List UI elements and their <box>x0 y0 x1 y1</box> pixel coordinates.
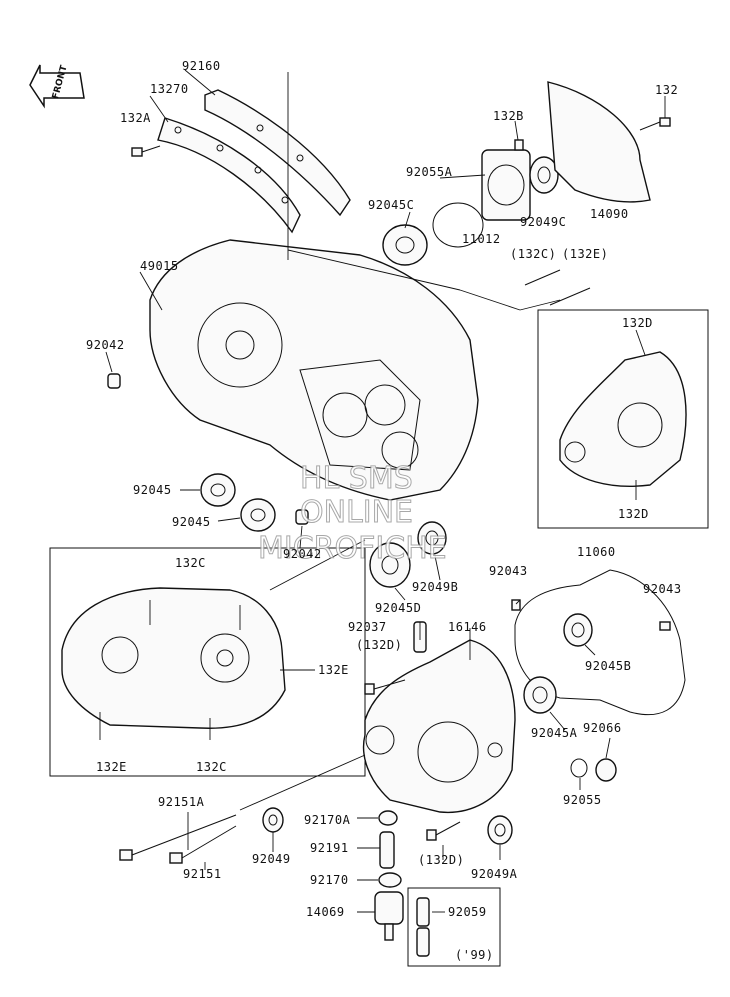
watermark-line-1: HL SMS <box>300 461 413 496</box>
label-49015: 49015 <box>140 259 179 273</box>
inset-case-half <box>61 587 286 729</box>
label-99: ('99) <box>455 948 494 962</box>
label-92059: 92059 <box>448 905 487 919</box>
label-92043-left: 92043 <box>489 564 528 578</box>
label-92066: 92066 <box>583 721 622 735</box>
label-92042-mid: 92042 <box>283 547 322 561</box>
label-132B: 132B <box>493 109 524 123</box>
bolt-132 <box>639 117 671 131</box>
label-132D-top: 132D <box>622 316 653 330</box>
label-92037: 92037 <box>348 620 387 634</box>
label-132E-inset-bot: 132E <box>96 760 127 774</box>
leader-lines <box>99 69 666 913</box>
label-132D-bot: 132D <box>618 507 649 521</box>
bolt-92151 <box>169 825 237 864</box>
bearing-92045C <box>382 224 428 266</box>
label-92049A: 92049A <box>471 867 518 881</box>
label-92055: 92055 <box>563 793 602 807</box>
inset-box-132D <box>537 309 709 529</box>
label-92049B: 92049B <box>412 580 458 594</box>
label-92191: 92191 <box>310 841 349 855</box>
label-11012: 11012 <box>462 232 501 246</box>
box-92059 <box>407 887 501 967</box>
seal-92049 <box>262 807 284 833</box>
bearing-92045-2 <box>240 498 276 532</box>
o-ring-92055 <box>570 758 588 778</box>
label-132D-paren-1: (132D) <box>356 638 402 652</box>
o-ring-92055A <box>432 202 484 248</box>
label-92043-right: 92043 <box>643 582 682 596</box>
dowel-pin-92042-left <box>107 373 121 389</box>
label-132C-inset-bot: 132C <box>196 760 227 774</box>
plug-92066 <box>595 758 617 782</box>
label-92045A: 92045A <box>531 726 578 740</box>
bearing-92045B <box>563 613 593 647</box>
dowel-pin-92043-left <box>511 599 521 611</box>
label-92151A: 92151A <box>158 795 205 809</box>
label-92045C: 92045C <box>368 198 414 212</box>
watermark-line-3: MICROFICHE <box>258 531 447 566</box>
part-labels: 92160 13270 132A 132B 132 92055A 92045C … <box>86 59 682 962</box>
dowel-pin-92042-mid <box>295 509 309 525</box>
label-92045D: 92045D <box>375 601 421 615</box>
label-92170A: 92170A <box>304 813 351 827</box>
bearing-housing-11012 <box>481 149 531 221</box>
bearing-92045A <box>523 676 557 714</box>
label-92049C: 92049C <box>520 215 566 229</box>
seal-92049C <box>529 156 559 194</box>
bolt-132B <box>514 139 524 151</box>
label-132C-paren: (132C) <box>510 247 556 261</box>
label-132: 132 <box>655 83 678 97</box>
label-92045-b: 92045 <box>172 515 211 529</box>
label-92045B: 92045B <box>585 659 631 673</box>
label-132E-inset-right: 132E <box>318 663 349 677</box>
inset-cover-132D <box>559 351 687 487</box>
label-92151: 92151 <box>183 867 222 881</box>
label-92049: 92049 <box>252 852 291 866</box>
breather-14069 <box>374 891 404 941</box>
label-132C-inset-top: 132C <box>175 556 206 570</box>
bolts-132C-132E <box>524 269 591 306</box>
clamp-92170A <box>378 810 398 826</box>
label-132D-paren-2: (132D) <box>418 853 464 867</box>
label-14069: 14069 <box>306 905 345 919</box>
hose-92191 <box>379 831 395 869</box>
front-arrow-icon: FRONT <box>29 63 85 109</box>
label-92045-a: 92045 <box>133 483 172 497</box>
label-11060: 11060 <box>577 545 616 559</box>
crankcase-cover-49015 <box>149 239 479 501</box>
gear-case-cover-16146 <box>362 639 516 814</box>
seal-92049A <box>487 815 513 845</box>
bolt-132A <box>131 145 161 157</box>
bolt-132D-1 <box>364 679 406 695</box>
bearing-92045 <box>200 473 236 507</box>
clamp-92170 <box>378 872 402 888</box>
label-14090: 14090 <box>590 207 629 221</box>
label-92170: 92170 <box>310 873 349 887</box>
label-132E-paren: (132E) <box>562 247 608 261</box>
label-132A: 132A <box>120 111 151 125</box>
bolt-92151A <box>119 814 237 861</box>
dowel-pin-92043-right <box>659 621 671 631</box>
watermark: HL SMS ONLINE MICROFICHE <box>258 461 448 567</box>
tube-92059 <box>416 897 430 957</box>
label-92055A: 92055A <box>406 165 453 179</box>
bolt-132D-2 <box>426 821 461 841</box>
crankcase-strip-gasket <box>157 89 351 234</box>
seal-92049B <box>417 521 447 555</box>
label-92042-left: 92042 <box>86 338 125 352</box>
inset-box-132C-132E <box>49 547 366 777</box>
label-16146: 16146 <box>448 620 487 634</box>
watermark-line-2: ONLINE <box>300 495 413 530</box>
plate-14090 <box>547 81 651 203</box>
label-92160: 92160 <box>182 59 221 73</box>
bearing-92045D <box>369 542 411 588</box>
label-13270: 13270 <box>150 82 189 96</box>
